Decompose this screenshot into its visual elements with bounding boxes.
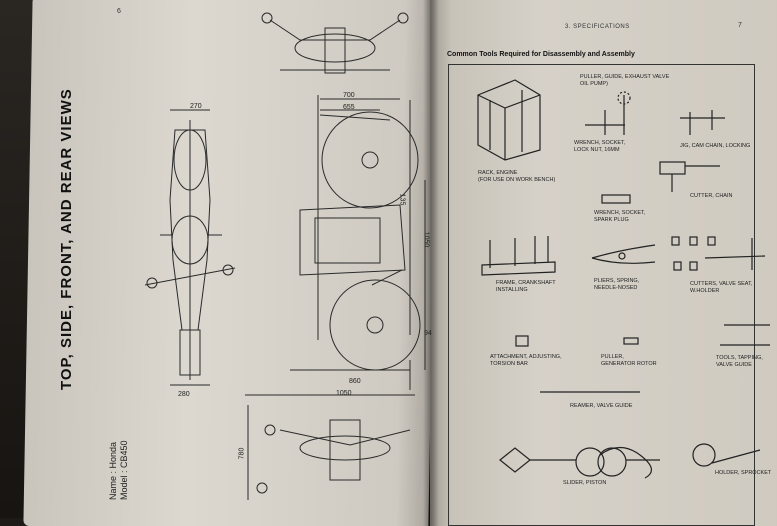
needle-nose-pliers-icon [591, 244, 656, 264]
tool-label-frame: FRAME, CRANKSHAFT INSTALLING [496, 280, 556, 293]
engine-rack-icon [477, 79, 541, 161]
left-page-number: 6 [117, 8, 121, 15]
motorcycle-rear-view [261, 12, 409, 74]
tapping-tools-icon [720, 324, 770, 346]
dim-700: 700 [343, 92, 355, 99]
tool-label-tapping: TOOLS, TAPPING, VALVE GUIDE [716, 355, 763, 368]
tool-label-cutters-valve: CUTTERS, VALVE SEAT, W.HOLDER [690, 281, 753, 294]
book-gutter [423, 0, 439, 526]
tool-label-wrench-locknut: WRENCH, SOCKET, LOCK NUT, 16MM [574, 140, 626, 153]
dim-860: 860 [349, 378, 361, 385]
tool-label-pliers: PLIERS, SPRING, NEEDLE-NOSED [594, 278, 640, 291]
tool-label-jig: JIG, CAM CHAIN, LOCKING [680, 143, 751, 149]
cam-chain-jig-icon [680, 110, 725, 135]
valve-seat-cutters-icon [671, 236, 766, 271]
motorcycle-front-view [247, 405, 411, 500]
dim-280: 280 [178, 391, 190, 398]
tool-label-cutter-chain: CUTTER, CHAIN [690, 193, 733, 199]
crankshaft-frame-icon [481, 236, 556, 276]
tool-label-wrench-spark: WRENCH, SOCKET, SPARK PLUG [594, 210, 646, 223]
section-header: 3. SPECIFICATIONS [565, 24, 630, 30]
tool-label-slider-piston: SLIDER, PISTON [563, 480, 607, 486]
tool-label-attachment: ATTACHMENT, ADJUSTING, TORSION BAR [490, 354, 562, 367]
right-page-number: 7 [738, 22, 742, 29]
spark-plug-wrench-icon [601, 194, 631, 204]
motorcycle-top-view [144, 109, 236, 386]
tools-title: Common Tools Required for Disassembly an… [447, 51, 635, 58]
chain-cutter-icon [659, 161, 720, 192]
motorcycle-side-view [245, 95, 426, 396]
right-page [430, 0, 777, 526]
open-manual [23, 0, 777, 526]
tool-label-puller-generator: PULLER, GENERATOR ROTOR [601, 354, 657, 367]
tool-label-holder-sprocket: HOLDER, SPROCKET [715, 470, 772, 476]
sprocket-holder-icon [692, 443, 761, 467]
tool-label-rack: RACK, ENGINE (FOR USE ON WORK BENCH) [478, 170, 556, 183]
dim-1050-horizontal: 1050 [336, 390, 352, 397]
piston-slider-icon [499, 446, 660, 479]
puller-guide-icon [617, 91, 631, 135]
dim-94: 94 [424, 330, 432, 337]
dim-270: 270 [190, 103, 202, 110]
torsion-bar-attachment-icon [515, 335, 529, 347]
lock-nut-wrench-icon [585, 110, 625, 135]
tool-label-reamer: REAMER, VALVE GUIDE [570, 403, 633, 409]
tool-label-puller-guide: PULLER, GUIDE, EXHAUST VALVE OIL PUMP) [580, 74, 670, 87]
dim-655: 655 [343, 104, 355, 111]
generator-puller-icon [623, 337, 639, 345]
